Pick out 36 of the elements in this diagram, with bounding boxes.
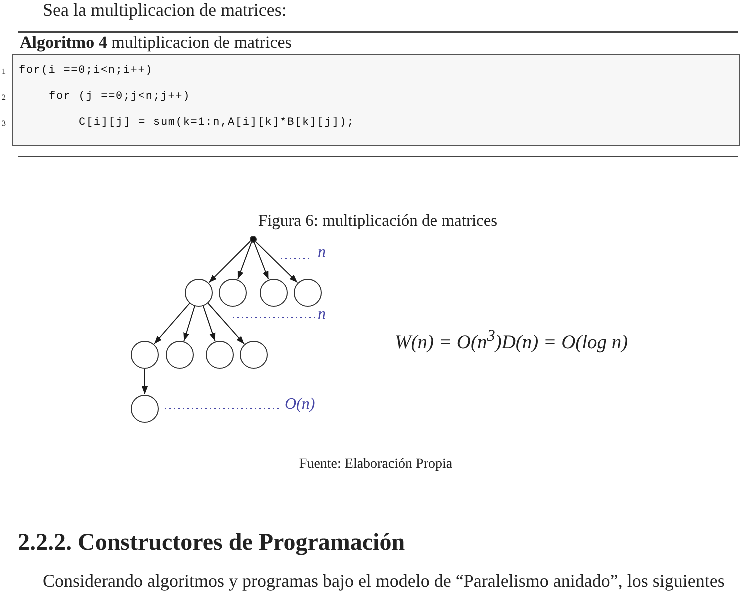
tree-node bbox=[240, 341, 268, 369]
formula: W(n) = O(n$^{3}$)D(n) = O(log n) bbox=[395, 327, 628, 355]
tree-root-dot bbox=[250, 236, 256, 242]
arrow bbox=[184, 306, 196, 342]
code-line: C[i][j] = sum(k=1:n,A[i][k]*B[k][j]); bbox=[79, 117, 355, 130]
arrow bbox=[208, 241, 251, 284]
code-line: for(i ==0;i<n;i++) bbox=[19, 65, 154, 78]
annotation-label: n bbox=[318, 306, 326, 324]
arrow bbox=[238, 242, 252, 280]
tree-node bbox=[206, 341, 234, 369]
arrow bbox=[255, 241, 298, 284]
tree-node bbox=[166, 341, 194, 369]
line-number: 2 bbox=[2, 93, 6, 102]
arrow bbox=[208, 303, 245, 345]
code-listing bbox=[12, 54, 740, 146]
annotation-label: O(n) bbox=[285, 396, 316, 414]
tree-node bbox=[131, 395, 159, 423]
code-line: for (j ==0;j<n;j++) bbox=[49, 91, 191, 104]
figure-caption: Figura 6: multiplicación de matrices bbox=[258, 212, 498, 231]
tree-node bbox=[294, 279, 322, 307]
tree-node bbox=[131, 341, 159, 369]
tree-node bbox=[185, 279, 213, 307]
listing-caption: Algoritmo 4 multiplicacion de matrices bbox=[20, 33, 292, 53]
line-number: 3 bbox=[2, 119, 6, 128]
section-heading: 2.2.2. Constructores de Programación bbox=[18, 530, 406, 558]
body-text: Sea la multiplicacion de matrices: bbox=[43, 0, 287, 21]
tree-node bbox=[219, 279, 247, 307]
arrow bbox=[203, 306, 216, 342]
arrow bbox=[154, 303, 190, 345]
arrow bbox=[254, 242, 270, 280]
arrow bbox=[142, 368, 148, 395]
body-text: Considerando algoritmos y programas bajo el modelo de “Paralelismo anidado”, los siguientes bbox=[43, 571, 725, 592]
annotation-label: n bbox=[318, 244, 326, 262]
line-number: 1 bbox=[2, 67, 6, 76]
source-note: Fuente: Elaboración Propia bbox=[299, 457, 453, 474]
tree-node bbox=[260, 279, 288, 307]
